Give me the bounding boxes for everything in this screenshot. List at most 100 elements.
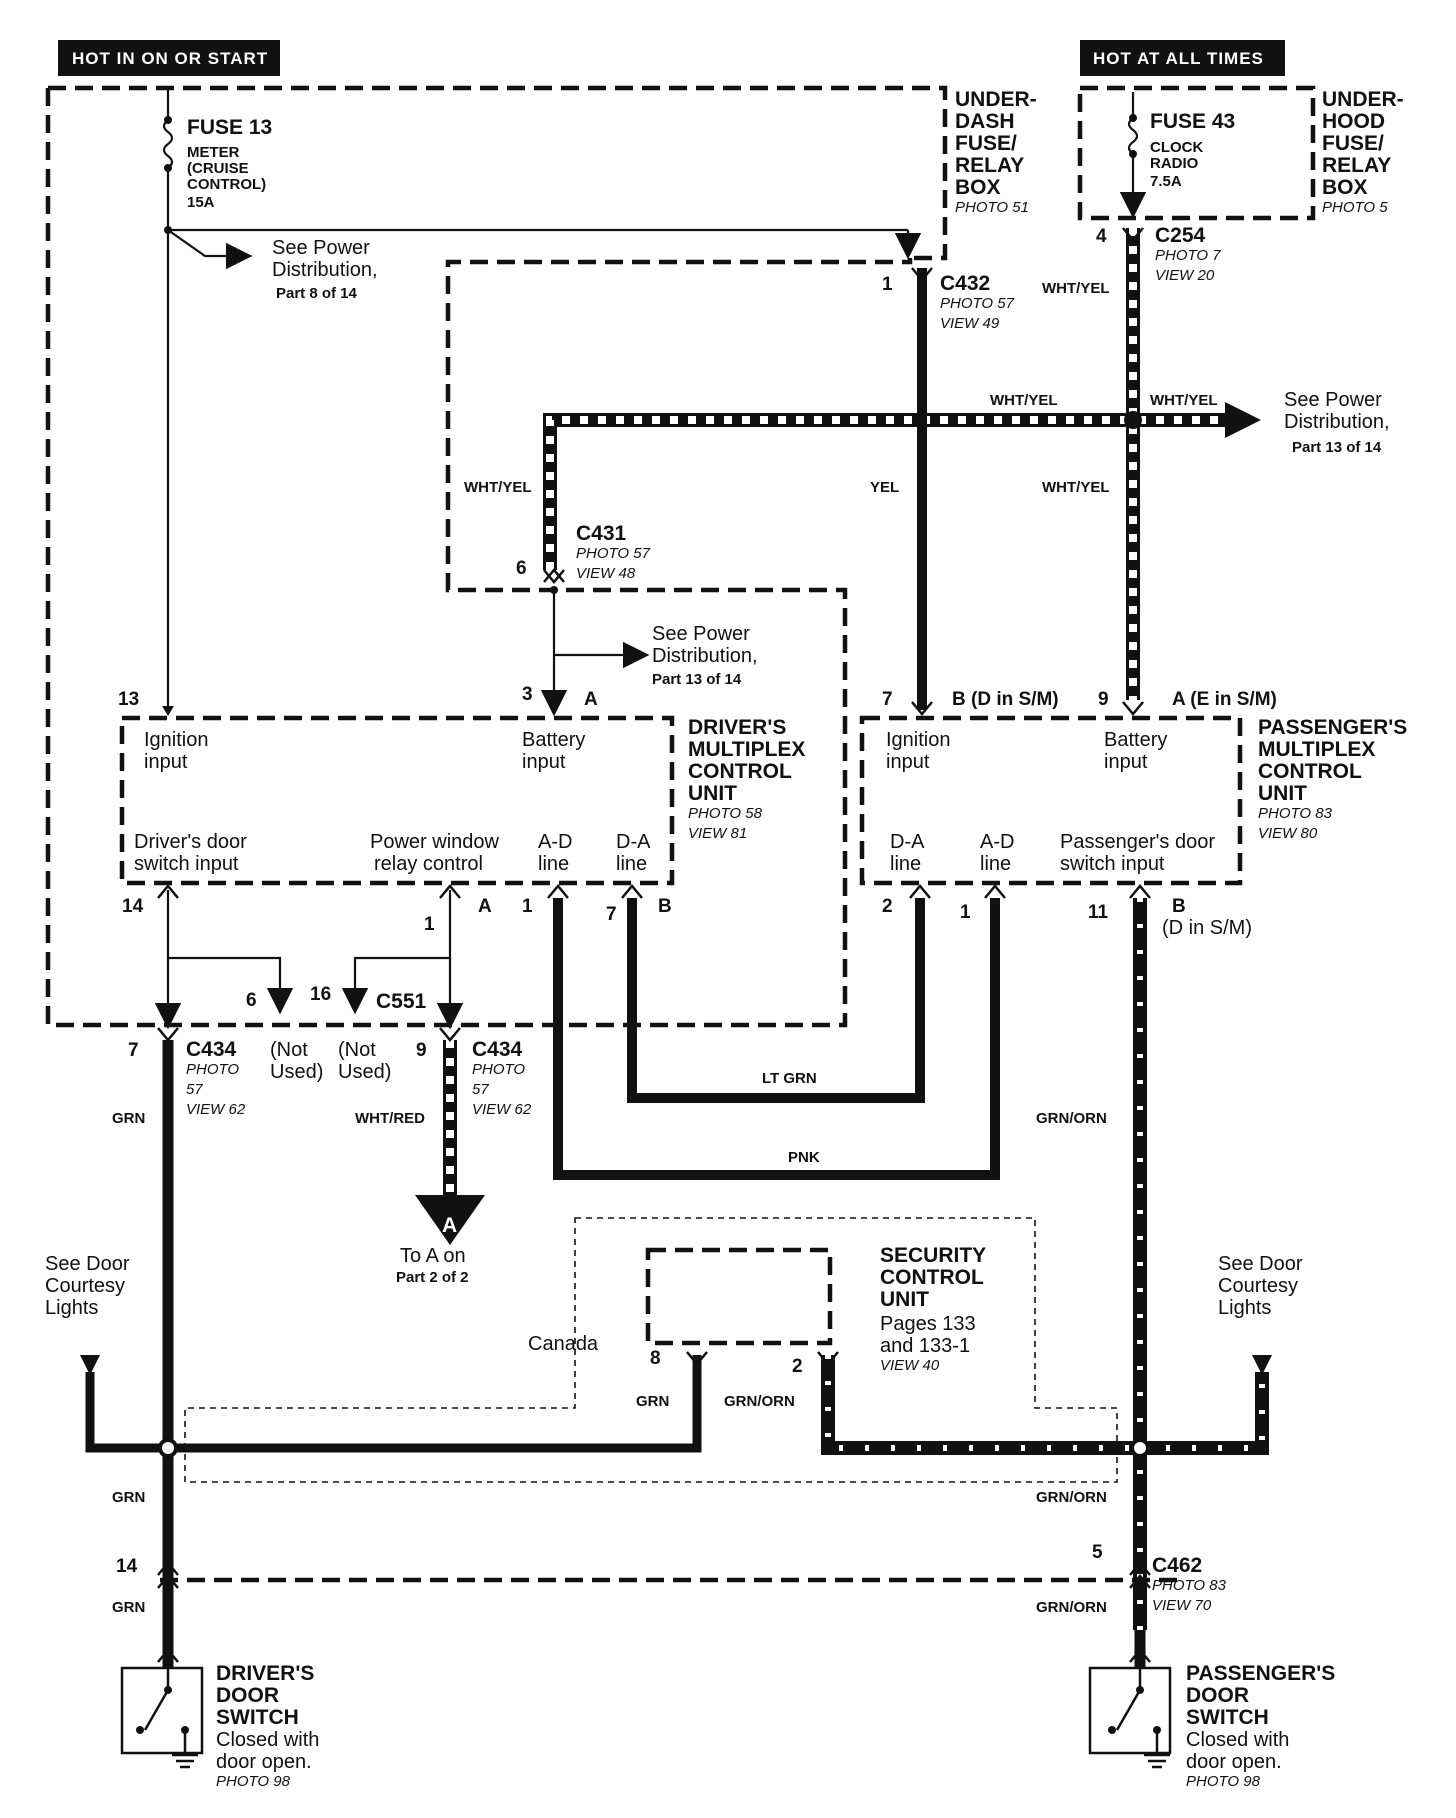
svg-text:RADIO: RADIO bbox=[1150, 155, 1199, 172]
header-right-text: HOT AT ALL TIMES bbox=[1093, 49, 1264, 68]
passenger-door-switch-box bbox=[1088, 1666, 1172, 1755]
svg-text:Battery: Battery bbox=[1104, 729, 1167, 751]
svg-text:PHOTO 57: PHOTO 57 bbox=[940, 295, 1015, 312]
svg-text:PHOTO 98: PHOTO 98 bbox=[216, 1773, 291, 1790]
svg-text:line: line bbox=[538, 853, 569, 875]
header-left-tag bbox=[58, 40, 280, 76]
svg-text:VIEW 80: VIEW 80 bbox=[1258, 825, 1318, 842]
to-a-arrow bbox=[415, 1195, 485, 1245]
svg-text:input: input bbox=[144, 751, 188, 773]
svg-text:METER: METER bbox=[187, 144, 240, 161]
wire-label: GRN/ORN bbox=[1036, 1599, 1107, 1616]
wire-label: GRN bbox=[112, 1599, 145, 1616]
svg-text:(D in S/M): (D in S/M) bbox=[1162, 917, 1252, 939]
svg-text:input: input bbox=[522, 751, 566, 773]
svg-text:(Not: (Not bbox=[270, 1039, 308, 1061]
svg-text:door open.: door open. bbox=[216, 1751, 312, 1773]
svg-text:PHOTO 98: PHOTO 98 bbox=[1186, 1773, 1261, 1790]
svg-text:CONTROL: CONTROL bbox=[1258, 760, 1362, 783]
svg-text:6: 6 bbox=[516, 558, 527, 579]
passenger-door-switch-label: PASSENGER'S DOOR SWITCH Closed with door… bbox=[1186, 1662, 1335, 1790]
svg-text:input: input bbox=[886, 751, 930, 773]
header-left-text: HOT IN ON OR START bbox=[72, 49, 268, 68]
svg-text:14: 14 bbox=[116, 1556, 138, 1577]
svg-text:Closed with: Closed with bbox=[1186, 1729, 1289, 1751]
svg-text:C254: C254 bbox=[1155, 224, 1206, 247]
svg-text:11: 11 bbox=[1088, 902, 1109, 923]
svg-text:PHOTO 83: PHOTO 83 bbox=[1258, 805, 1333, 822]
fuse13-label: FUSE 13 METER (CRUISE CONTROL) 15A bbox=[187, 116, 272, 211]
svg-text:7: 7 bbox=[128, 1040, 139, 1061]
svg-text:FUSE 13: FUSE 13 bbox=[187, 116, 272, 139]
fuse13-symbol bbox=[162, 119, 174, 169]
svg-text:PHOTO: PHOTO bbox=[472, 1061, 525, 1078]
svg-text:VIEW 48: VIEW 48 bbox=[576, 565, 636, 582]
svg-text:(CRUISE: (CRUISE bbox=[187, 160, 249, 177]
svg-text:1: 1 bbox=[960, 902, 971, 923]
svg-text:C551: C551 bbox=[376, 990, 427, 1013]
to-a-label: A To A on Part 2 of 2 bbox=[396, 1214, 469, 1286]
svg-text:VIEW 62: VIEW 62 bbox=[472, 1101, 532, 1118]
svg-text:C462: C462 bbox=[1152, 1554, 1202, 1577]
svg-text:Battery: Battery bbox=[522, 729, 585, 751]
see-power-1: See Power Distribution, Part 8 of 14 bbox=[272, 237, 378, 302]
see-power-3: See Power Distribution, Part 13 of 14 bbox=[652, 623, 758, 688]
underhood-label: UNDER- HOOD FUSE/ RELAY BOX PHOTO 5 bbox=[1322, 88, 1404, 216]
svg-text:SWITCH: SWITCH bbox=[216, 1706, 299, 1729]
underhood-box bbox=[1077, 85, 1316, 221]
wire-label: PNK bbox=[788, 1149, 820, 1166]
svg-text:SECURITY: SECURITY bbox=[880, 1244, 986, 1267]
wire-label: YEL bbox=[870, 479, 899, 496]
c551-label: 6 16 C551 (Not Used) (Not Used) bbox=[246, 984, 427, 1083]
svg-text:MULTIPLEX: MULTIPLEX bbox=[1258, 738, 1375, 761]
svg-text:MULTIPLEX: MULTIPLEX bbox=[688, 738, 805, 761]
svg-text:switch input: switch input bbox=[1060, 853, 1165, 875]
svg-text:Driver's door: Driver's door bbox=[134, 831, 247, 853]
wire-label: WHT/YEL bbox=[464, 479, 532, 496]
svg-text:A (E in S/M): A (E in S/M) bbox=[1172, 689, 1277, 710]
svg-text:DASH: DASH bbox=[955, 110, 1015, 133]
wire-label: WHT/YEL bbox=[1042, 280, 1110, 297]
svg-text:PASSENGER'S: PASSENGER'S bbox=[1258, 716, 1407, 739]
svg-text:Ignition: Ignition bbox=[886, 729, 951, 751]
svg-text:16: 16 bbox=[310, 984, 331, 1005]
svg-text:Closed with: Closed with bbox=[216, 1729, 319, 1751]
lt-grn-wire bbox=[627, 898, 925, 1103]
driver-door-switch-label: DRIVER'S DOOR SWITCH Closed with door op… bbox=[216, 1662, 319, 1790]
wire-label: GRN bbox=[112, 1489, 145, 1506]
svg-text:FUSE/: FUSE/ bbox=[955, 132, 1017, 155]
svg-text:D-A: D-A bbox=[616, 831, 651, 853]
svg-text:Used): Used) bbox=[338, 1061, 391, 1083]
svg-text:CONTROL: CONTROL bbox=[880, 1266, 984, 1289]
svg-text:PHOTO: PHOTO bbox=[186, 1061, 239, 1078]
svg-text:FUSE/: FUSE/ bbox=[1322, 132, 1384, 155]
svg-text:Distribution,: Distribution, bbox=[272, 259, 378, 281]
svg-text:B: B bbox=[1172, 896, 1186, 917]
svg-text:door open.: door open. bbox=[1186, 1751, 1282, 1773]
c462-label: 14 5 C462 PHOTO 83 VIEW 70 bbox=[116, 1542, 1227, 1614]
svg-text:DRIVER'S: DRIVER'S bbox=[688, 716, 786, 739]
svg-text:Lights: Lights bbox=[1218, 1297, 1271, 1319]
svg-text:VIEW 70: VIEW 70 bbox=[1152, 1597, 1212, 1614]
svg-text:VIEW 20: VIEW 20 bbox=[1155, 267, 1215, 284]
c432-label: 1 C432 PHOTO 57 VIEW 49 bbox=[882, 272, 1015, 332]
svg-text:FUSE 43: FUSE 43 bbox=[1150, 110, 1235, 133]
wht-yel-splice bbox=[1124, 411, 1142, 429]
splice-right bbox=[1130, 1438, 1150, 1458]
wire-label: WHT/YEL bbox=[990, 392, 1058, 409]
underdash-box-top bbox=[48, 85, 948, 261]
svg-text:See Power: See Power bbox=[272, 237, 370, 259]
svg-text:relay control: relay control bbox=[374, 853, 483, 875]
svg-text:6: 6 bbox=[246, 990, 257, 1011]
header-right-tag bbox=[1080, 40, 1285, 76]
driver-unit-box bbox=[119, 715, 675, 886]
svg-text:2: 2 bbox=[882, 896, 893, 917]
svg-text:UNDER-: UNDER- bbox=[1322, 88, 1404, 111]
c434-right-label: 9 C434 PHOTO 57 VIEW 62 bbox=[416, 1038, 532, 1118]
svg-text:A: A bbox=[478, 896, 492, 917]
wire-label: GRN/ORN bbox=[1036, 1489, 1107, 1506]
see-power-1-arrow bbox=[167, 229, 253, 270]
security-unit-label: SECURITY CONTROL UNIT Pages 133 and 133-… bbox=[528, 1244, 986, 1377]
svg-text:and 133-1: and 133-1 bbox=[880, 1335, 970, 1357]
passenger-unit-pins: Ignition input Battery input D-A line A-… bbox=[882, 689, 1277, 939]
